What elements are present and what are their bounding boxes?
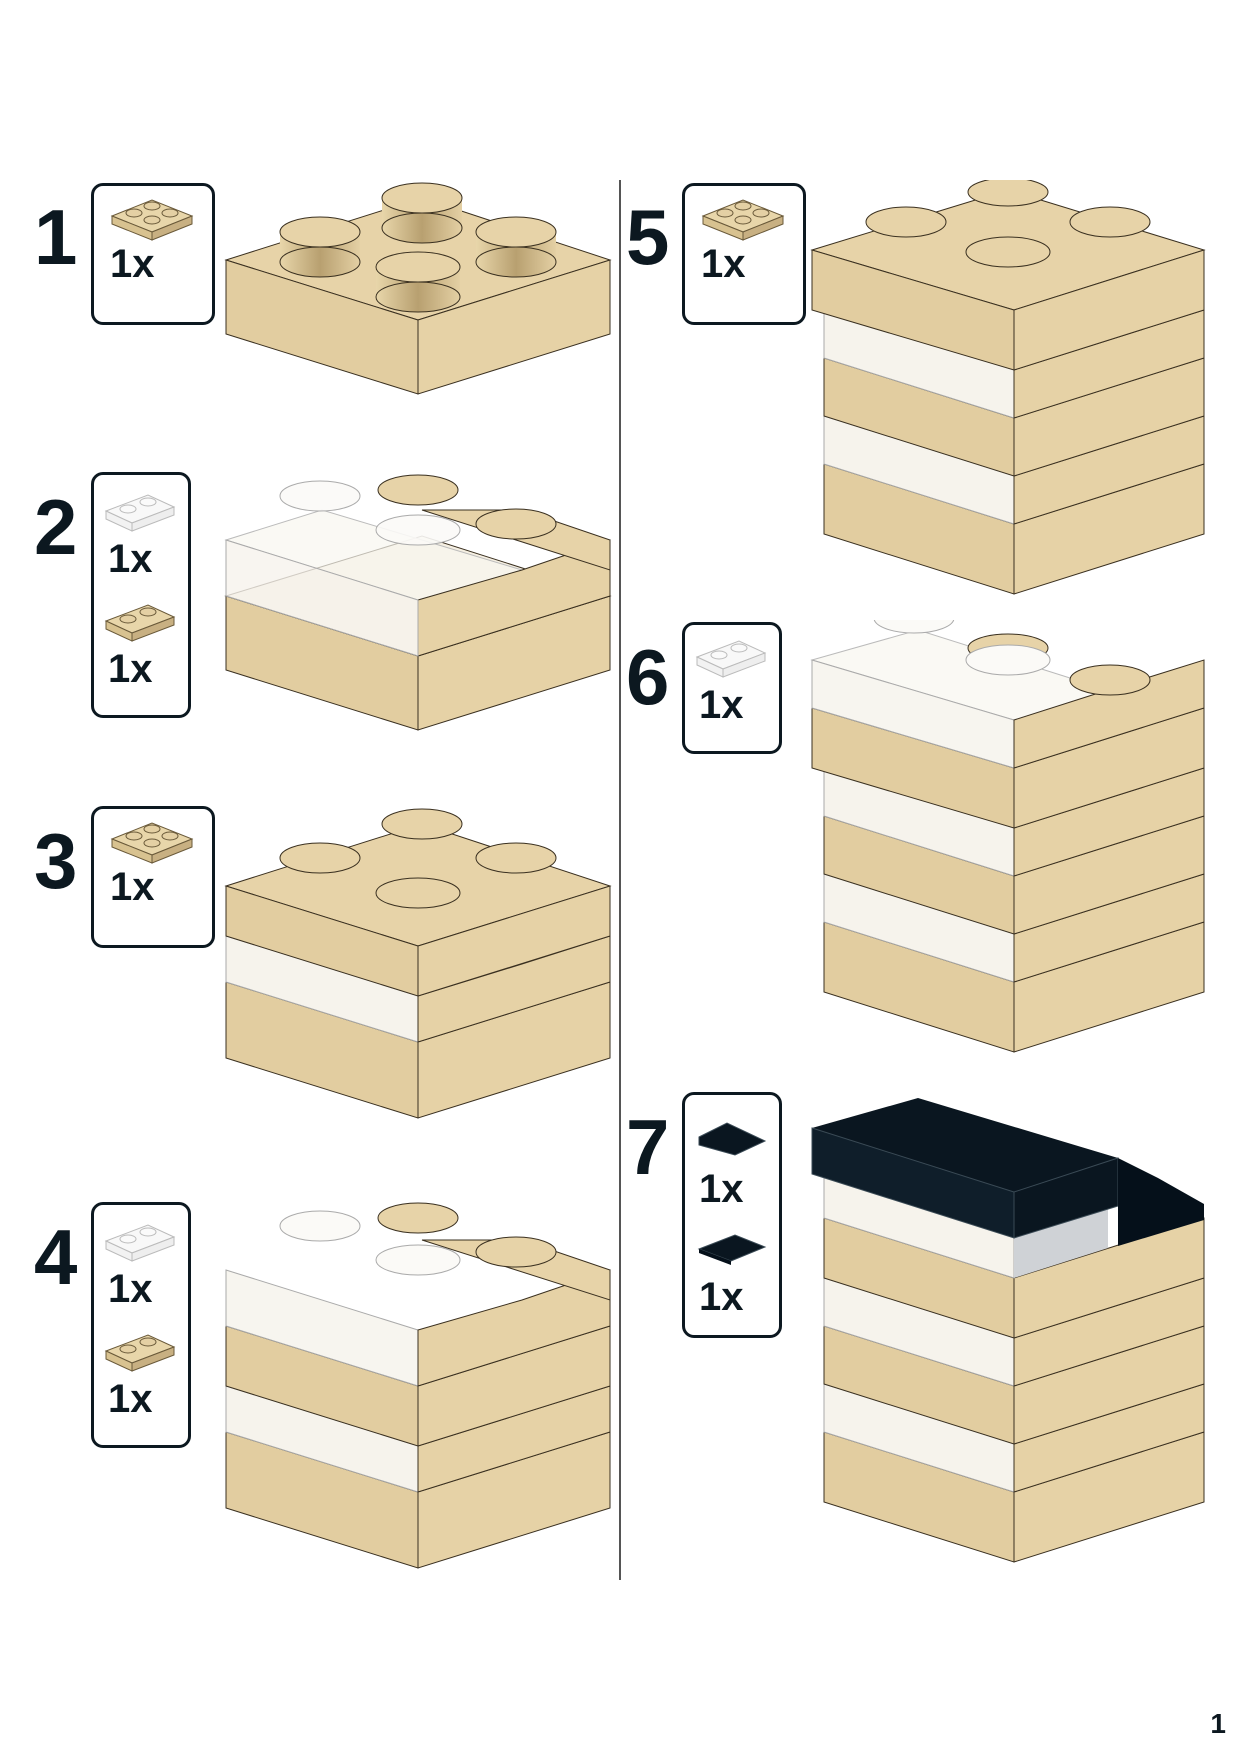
part-quantity: 1x [108, 1377, 153, 1421]
part-quantity: 1x [699, 1167, 744, 1211]
tan-plate-1x2-icon [104, 604, 176, 642]
step-4-parts-box: 1x 1x [91, 1202, 191, 1448]
part-quantity: 1x [108, 647, 153, 691]
step-7-parts-box: 1x 1x [682, 1092, 782, 1338]
part-quantity: 1x [108, 537, 153, 581]
part-quantity: 1x [108, 1267, 153, 1311]
black-slope-1x2-icon [698, 1122, 767, 1156]
part-quantity: 1x [701, 242, 746, 286]
part-quantity: 1x [110, 242, 155, 286]
step-3-model [224, 808, 612, 1119]
step-1-parts-box: 1x [91, 183, 215, 325]
step-6-parts-box: 1x [682, 622, 782, 754]
clear-plate-1x2-icon [695, 640, 767, 678]
page-number: 1 [1210, 1708, 1226, 1739]
step-2-number: 2 [34, 483, 78, 571]
step-3-number: 3 [34, 817, 78, 905]
step-7-model [811, 1098, 1205, 1563]
tan-plate-2x2-icon [110, 822, 194, 864]
step-2-parts-box: 1x 1x [91, 472, 191, 718]
tan-plate-1x2-icon [104, 1334, 176, 1372]
step-5-number: 5 [626, 193, 670, 281]
column-divider [619, 180, 621, 1580]
tan-plate-2x2-icon [701, 199, 785, 241]
part-quantity: 1x [699, 1275, 744, 1319]
step-6-number: 6 [626, 633, 670, 721]
step-4-number: 4 [34, 1213, 78, 1301]
step-5-model [810, 180, 1206, 595]
step-3-parts-box: 1x [91, 806, 215, 948]
step-4-model [225, 1202, 611, 1569]
step-7-number: 7 [626, 1103, 670, 1191]
step-5-parts-box: 1x [682, 183, 806, 325]
part-quantity: 1x [699, 683, 744, 727]
step-1-number: 1 [34, 193, 78, 281]
step-6-model [810, 620, 1205, 1053]
step-2-model [224, 474, 612, 731]
black-tile-1x2-icon [697, 1234, 767, 1265]
step-1-model [224, 182, 612, 395]
clear-plate-1x2-icon [104, 494, 176, 532]
part-quantity: 1x [110, 865, 155, 909]
clear-plate-1x2-icon [104, 1224, 176, 1262]
tan-plate-2x2-icon [110, 199, 194, 241]
